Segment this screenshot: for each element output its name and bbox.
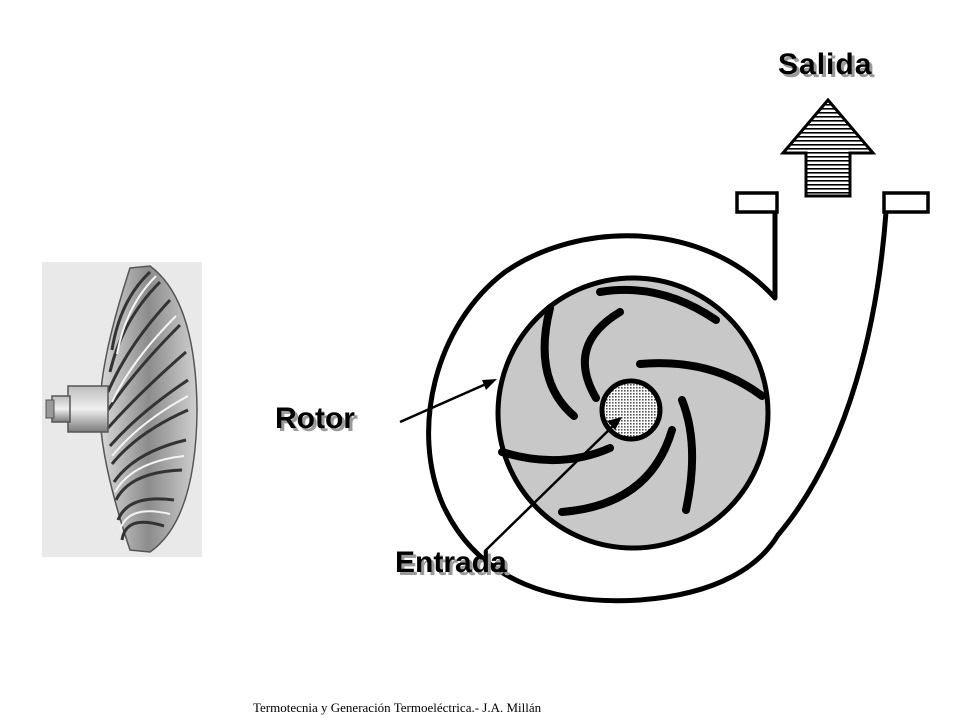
impeller-photo [42,262,202,557]
outlet-arrow [779,97,877,198]
volute-casing [426,209,889,604]
rotor-label: Rotor [275,402,355,435]
outlet-flanges [735,191,930,214]
leader-arrows [399,379,622,552]
rotor-eye [599,378,663,442]
rotor-blades [498,286,766,516]
outlet-label: Salida [778,48,873,81]
inlet-label: Entrada [395,546,507,579]
footer-credit: Termotecnia y Generación Termoeléctrica.… [253,700,542,715]
